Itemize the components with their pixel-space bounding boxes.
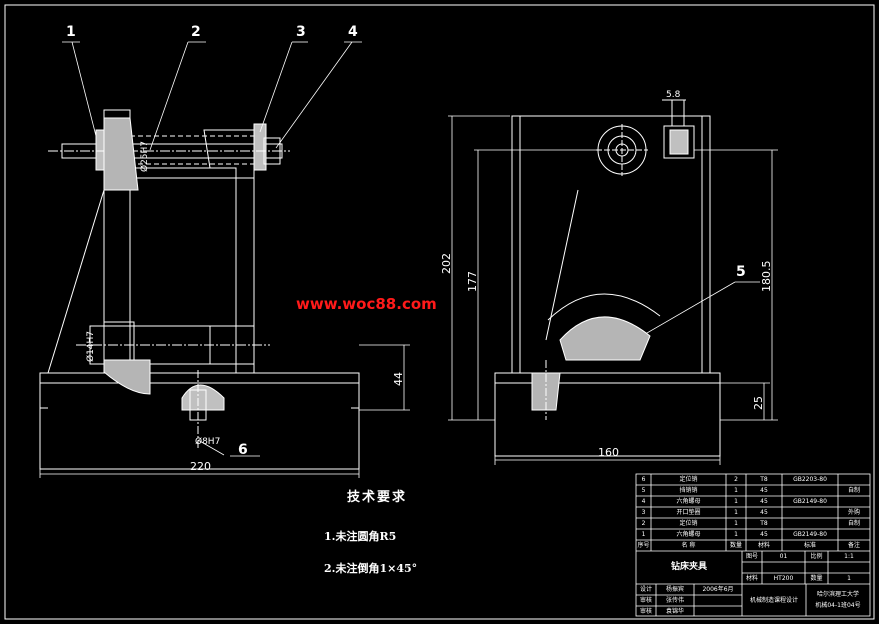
row-5-name: 定位销: [679, 520, 698, 527]
dim-shaft-hole: Ø25H7: [140, 140, 150, 172]
designer-name: 杨振宾: [665, 586, 684, 593]
front-dimensions: [39, 344, 410, 478]
material-label: 材料: [745, 575, 758, 582]
row-2-qty: 1: [734, 487, 738, 494]
dim-side-height-total: 202: [440, 253, 453, 274]
side-view: [494, 99, 721, 457]
row-2-note: 自制: [847, 487, 860, 494]
row-3-no: 4: [641, 498, 646, 505]
drawing-title: 钻床夹具: [670, 562, 707, 572]
title-block-grid: [635, 473, 871, 617]
course-name: 机械制造课程设计: [749, 597, 798, 604]
row-2-material: 45: [760, 487, 768, 494]
drawing-no-value: 01: [779, 553, 788, 560]
dim-side-height-right: 180.5: [760, 260, 773, 293]
row-2-no: 5: [641, 487, 646, 494]
balloon-leaders: [62, 41, 760, 457]
balloon-3: 3: [296, 24, 306, 40]
header-standard: 标准: [803, 542, 816, 549]
row-1-standard: GB2203-80: [793, 476, 827, 483]
scale-label: 比例: [810, 553, 823, 560]
row-4-name: 开口垫圈: [676, 509, 701, 516]
row-6-name: 六角螺母: [676, 531, 701, 538]
row-6-qty: 1: [734, 531, 738, 538]
row-6-standard: GB2149-80: [793, 531, 827, 538]
tech-requirement-1: 1.未注圆角R5: [324, 530, 397, 543]
dim-front-base-height: 44: [392, 372, 405, 386]
quantity-label: 数量: [810, 575, 823, 582]
header-qty: 数量: [729, 542, 742, 549]
dim-front-width: 220: [190, 460, 211, 473]
row-6-material: 45: [760, 531, 768, 538]
approver-name: 袁锦华: [665, 608, 684, 615]
row-5-no: 2: [641, 520, 646, 527]
row-3-name: 六角螺母: [676, 498, 701, 505]
row-5-note: 自制: [847, 520, 860, 527]
row-4-material: 45: [760, 509, 768, 516]
dim-bottom-hole: Ø8H7: [195, 437, 221, 447]
dim-side-width: 160: [598, 446, 619, 459]
approve-label: 审核: [639, 608, 652, 615]
header-note: 备注: [847, 542, 860, 549]
row-4-note: 外购: [847, 509, 860, 516]
front-view: [39, 109, 360, 470]
check-label: 审核: [639, 597, 652, 604]
design-label: 设计: [639, 586, 652, 593]
drawing-no-label: 图号: [745, 553, 758, 560]
scale-value: 1:1: [844, 553, 854, 560]
checker-name: 张传伟: [665, 597, 684, 604]
balloon-5: 5: [736, 264, 746, 280]
header-no: 序号: [637, 542, 650, 549]
dim-side-base-height: 25: [752, 396, 765, 410]
row-4-qty: 1: [734, 509, 738, 516]
balloon-4: 4: [348, 24, 358, 40]
header-name: 名 称: [681, 542, 696, 549]
row-5-qty: 1: [734, 520, 738, 527]
balloon-2: 2: [191, 24, 201, 40]
row-3-qty: 1: [734, 498, 738, 505]
dim-side-height-mid: 177: [466, 271, 479, 292]
drawing-border: [4, 4, 875, 620]
row-6-no: 1: [641, 531, 646, 538]
school-name: 哈尔滨理工大学: [816, 591, 859, 598]
balloon-6: 6: [238, 442, 248, 458]
row-5-material: T8: [760, 520, 768, 527]
header-material: 材料: [757, 542, 770, 549]
row-1-no: 6: [641, 476, 646, 483]
watermark: www.woc88.com: [296, 295, 437, 313]
side-dimensions: [448, 115, 778, 465]
tech-requirement-2: 2.未注倒角1×45°: [324, 562, 418, 575]
row-4-no: 3: [641, 509, 646, 516]
balloon-1: 1: [66, 24, 76, 40]
row-2-name: 挡销销: [679, 487, 698, 494]
row-3-standard: GB2149-80: [793, 498, 827, 505]
row-1-material: T8: [760, 476, 768, 483]
class-name: 机械04-1班04号: [815, 602, 861, 609]
row-1-qty: 2: [734, 476, 738, 483]
design-date: 2006年6月: [702, 586, 734, 593]
row-1-name: 定位销: [679, 476, 698, 483]
material-value: HT200: [773, 575, 794, 582]
quantity-value: 1: [847, 575, 851, 582]
tech-requirements-title: 技术要求: [347, 490, 408, 505]
row-3-material: 45: [760, 498, 768, 505]
dim-side-top-small: 5.8: [666, 90, 681, 100]
dim-left-hole: Ø14H7: [86, 330, 96, 362]
